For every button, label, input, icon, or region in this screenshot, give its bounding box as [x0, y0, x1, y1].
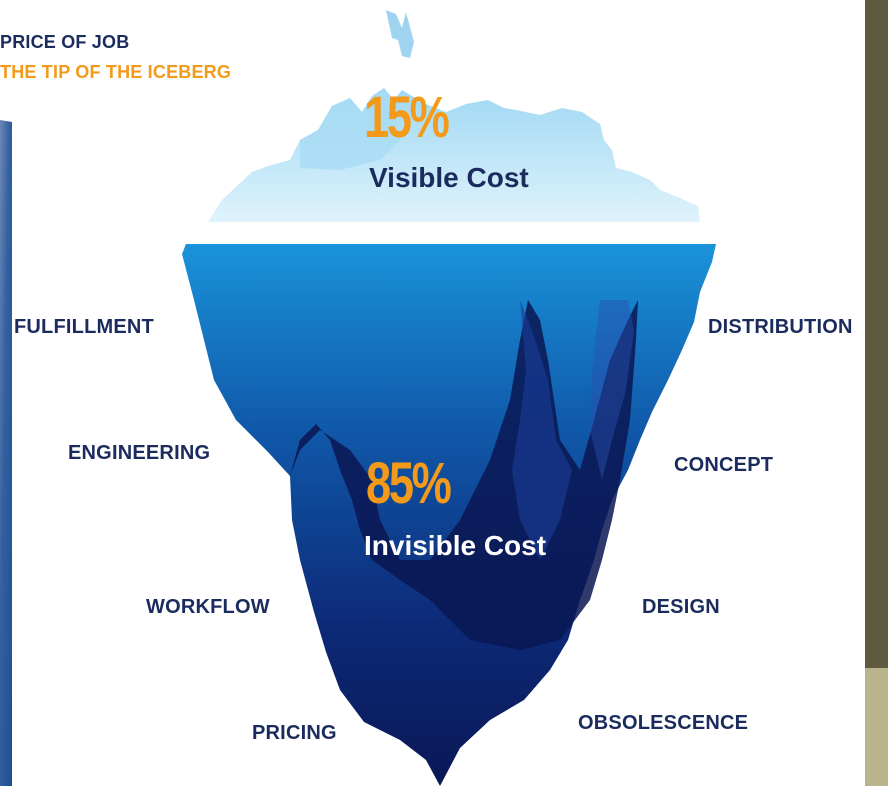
- invisible-cost-label: Invisible Cost: [364, 530, 547, 561]
- iceberg-tip: [208, 88, 700, 222]
- label-distribution: DISTRIBUTION: [708, 316, 853, 338]
- iceberg-underwater: [182, 244, 716, 786]
- label-workflow: WORKFLOW: [146, 596, 270, 618]
- left-side-panel: [0, 120, 12, 786]
- label-obsolescence: OBSOLESCENCE: [578, 712, 749, 734]
- visible-cost-label: Visible Cost: [369, 162, 529, 193]
- title-line2: THE TIP OF THE ICEBERG: [0, 62, 232, 82]
- iceberg-deep-facet: [290, 300, 638, 650]
- label-concept: CONCEPT: [674, 454, 774, 476]
- label-engineering: ENGINEERING: [68, 442, 211, 464]
- label-fulfillment: FULFILLMENT: [14, 316, 154, 338]
- iceberg-right-facet: [590, 300, 634, 480]
- label-design: DESIGN: [642, 596, 720, 618]
- invisible-percent: 85%: [366, 451, 452, 516]
- right-side-panel-lower: [865, 668, 888, 786]
- iceberg-spike: [386, 10, 414, 58]
- title-line1: PRICE OF JOB: [0, 32, 130, 52]
- iceberg-mid-facet: [512, 300, 572, 560]
- iceberg-tip-shade: [300, 88, 400, 170]
- visible-percent: 15%: [364, 85, 450, 150]
- label-pricing: PRICING: [252, 722, 337, 744]
- right-side-panel: [865, 0, 888, 786]
